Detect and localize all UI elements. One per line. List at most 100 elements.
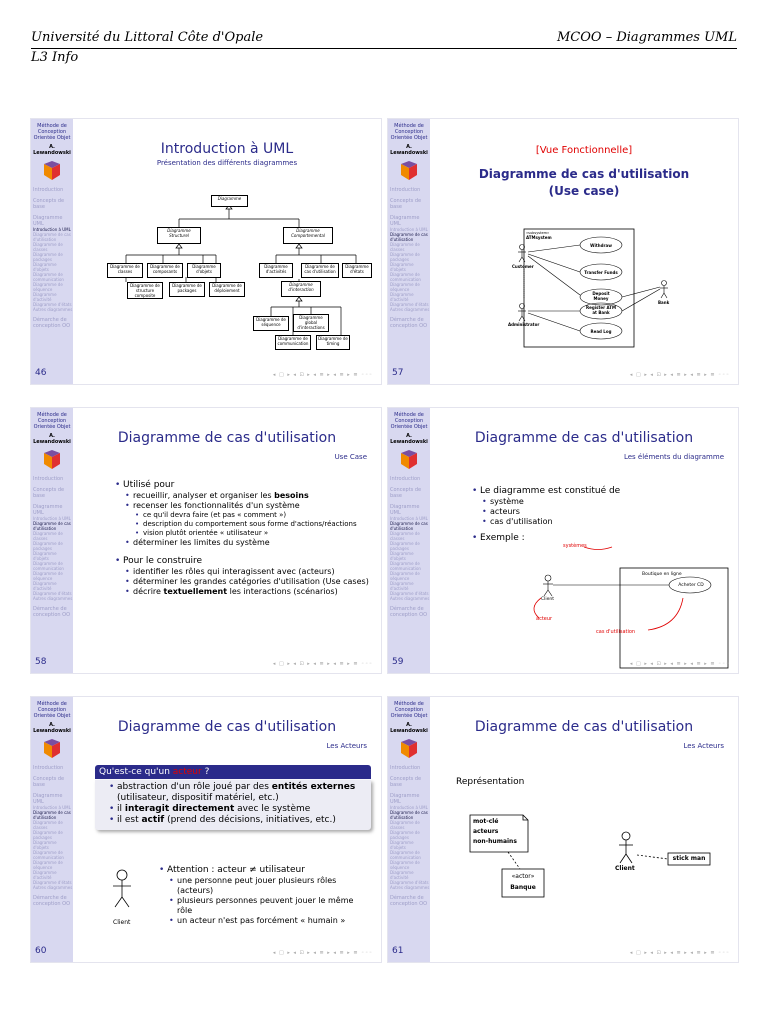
sidebar-sub[interactable]: Diagramme de séquence xyxy=(390,571,420,581)
sidebar-sub[interactable]: Introduction à UML xyxy=(33,516,71,521)
sidebar-sub[interactable]: Diagramme de cas d'utilisation xyxy=(390,232,428,242)
sidebar-section[interactable]: Diagramme UML xyxy=(33,215,63,227)
sidebar-sub[interactable]: Diagramme de cas d'utilisation xyxy=(390,521,428,531)
sidebar-section[interactable]: Introduction xyxy=(390,765,421,771)
sidebar-section[interactable]: Introduction xyxy=(33,476,64,482)
sidebar-section[interactable]: Démarche de conception OO xyxy=(390,606,428,618)
sidebar-sub[interactable]: Introduction à UML xyxy=(390,227,428,232)
sidebar-sub[interactable]: Diagramme de classes xyxy=(33,242,63,252)
sidebar-sub[interactable]: Diagramme de communication xyxy=(33,561,64,571)
sidebar-sub[interactable]: Diagramme d'activité xyxy=(33,581,57,591)
nav-controls[interactable]: ◂ □ ▸ ◂ ⊡ ▸ ◂ ≣ ▸ ◂ ≣ ▸ ≣ ◦◦◦ xyxy=(272,372,373,378)
nav-controls[interactable]: ◂ □ ▸ ◂ ⊡ ▸ ◂ ≣ ▸ ◂ ≣ ▸ ≣ ◦◦◦ xyxy=(272,661,373,667)
sidebar-sub[interactable]: Diagramme de communication xyxy=(390,272,421,282)
sidebar-sub[interactable]: Introduction à UML xyxy=(390,516,428,521)
sidebar-sub[interactable]: Diagramme d'activité xyxy=(390,581,414,591)
sidebar-section[interactable]: Concepts de base xyxy=(390,776,422,788)
sidebar-sub[interactable]: Diagramme de séquence xyxy=(390,282,420,292)
nav-controls[interactable]: ◂ □ ▸ ◂ ⊡ ▸ ◂ ≣ ▸ ◂ ≣ ▸ ≣ ◦◦◦ xyxy=(629,661,730,667)
actor-client: Client xyxy=(541,597,555,602)
sidebar-sub[interactable]: Autres diagrammes xyxy=(390,307,430,312)
bullet-text: abstraction d'un rôle joué par des xyxy=(117,782,272,792)
sidebar-sub[interactable]: Diagramme d'états xyxy=(33,591,72,596)
sidebar-sub[interactable]: Autres diagrammes xyxy=(33,885,73,890)
sidebar-section[interactable]: Diagramme UML xyxy=(33,793,63,805)
sidebar-sub[interactable]: Diagramme de cas d'utilisation xyxy=(33,521,71,531)
sidebar-section[interactable]: Concepts de base xyxy=(33,487,65,499)
box-objets: Diagramme d'objets xyxy=(187,263,221,278)
sidebar-sub[interactable]: Diagramme de packages xyxy=(390,830,420,840)
sidebar-sub[interactable]: Diagramme d'activité xyxy=(390,292,414,302)
sidebar-sub[interactable]: Diagramme d'objets xyxy=(33,840,57,850)
sidebar-sub[interactable]: Diagramme de communication xyxy=(390,561,421,571)
nav-controls[interactable]: ◂ □ ▸ ◂ ⊡ ▸ ◂ ≣ ▸ ◂ ≣ ▸ ≣ ◦◦◦ xyxy=(629,372,730,378)
sidebar-sub[interactable]: Autres diagrammes xyxy=(33,596,73,601)
nav-controls[interactable]: ◂ □ ▸ ◂ ⊡ ▸ ◂ ≣ ▸ ◂ ≣ ▸ ≣ ◦◦◦ xyxy=(272,950,373,956)
sidebar-sub[interactable]: Diagramme de cas d'utilisation xyxy=(390,810,428,820)
sidebar-sub[interactable]: Diagramme de classes xyxy=(33,531,63,541)
sidebar-sub[interactable]: Diagramme de packages xyxy=(33,541,63,551)
sidebar-sub[interactable]: Introduction à UML xyxy=(33,227,71,232)
slide-subtitle: Les Acteurs xyxy=(683,742,724,750)
sidebar-sub[interactable]: Diagramme d'objets xyxy=(390,262,414,272)
sidebar-section[interactable]: Introduction xyxy=(33,765,64,771)
sidebar-sub[interactable]: Diagramme de communication xyxy=(33,850,64,860)
sidebar-sub[interactable]: Diagramme de classes xyxy=(390,820,420,830)
sidebar-section[interactable]: Diagramme UML xyxy=(390,793,420,805)
sidebar-sub[interactable]: Diagramme d'états xyxy=(390,591,429,596)
sidebar-section[interactable]: Démarche de conception OO xyxy=(33,606,71,618)
sidebar-sub[interactable]: Diagramme de packages xyxy=(33,830,63,840)
sidebar-section[interactable]: Démarche de conception OO xyxy=(33,895,71,907)
sidebar-section[interactable]: Démarche de conception OO xyxy=(390,317,428,329)
sidebar-sub[interactable]: Diagramme d'états xyxy=(390,302,429,307)
sidebar-sub[interactable]: Diagramme de classes xyxy=(390,242,420,252)
note-line2: acteurs xyxy=(473,828,499,835)
sidebar-sub[interactable]: Diagramme de packages xyxy=(33,252,63,262)
sidebar-sub[interactable]: Autres diagrammes xyxy=(33,307,73,312)
sidebar-sub[interactable]: Diagramme d'états xyxy=(390,880,429,885)
sidebar: Méthode de Conception Orientée Objet A. … xyxy=(31,697,73,962)
sidebar-section[interactable]: Concepts de base xyxy=(390,487,422,499)
bullet: ce qu'il devra faire (et pas « comment »… xyxy=(135,511,371,520)
sidebar-sub[interactable]: Diagramme de séquence xyxy=(33,282,63,292)
sidebar-sub[interactable]: Diagramme d'objets xyxy=(33,551,57,561)
sidebar-sub[interactable]: Introduction à UML xyxy=(390,805,428,810)
sidebar-sub[interactable]: Diagramme de cas d'utilisation xyxy=(33,810,71,820)
sidebar-sub[interactable]: Diagramme d'objets xyxy=(390,840,414,850)
note-line1: mot-clé xyxy=(473,818,499,825)
nav-controls[interactable]: ◂ □ ▸ ◂ ⊡ ▸ ◂ ≣ ▸ ◂ ≣ ▸ ≣ ◦◦◦ xyxy=(629,950,730,956)
sidebar-sub[interactable]: Diagramme de packages xyxy=(390,541,420,551)
sidebar-section[interactable]: Concepts de base xyxy=(33,198,65,210)
sidebar-sub[interactable]: Diagramme de classes xyxy=(33,820,63,830)
sidebar-section[interactable]: Introduction xyxy=(390,187,421,193)
sidebar-sub[interactable]: Diagramme de séquence xyxy=(390,860,420,870)
sidebar-section[interactable]: Introduction xyxy=(390,476,421,482)
sidebar-sub[interactable]: Diagramme d'états xyxy=(33,302,72,307)
sidebar-sub[interactable]: Diagramme d'objets xyxy=(390,551,414,561)
sidebar-section[interactable]: Introduction xyxy=(33,187,64,193)
sidebar-sub[interactable]: Diagramme de communication xyxy=(33,272,64,282)
sidebar-section[interactable]: Diagramme UML xyxy=(390,504,420,516)
sidebar-sub[interactable]: Diagramme de packages xyxy=(390,252,420,262)
sidebar-sub[interactable]: Diagramme d'états xyxy=(33,880,72,885)
sidebar-sub[interactable]: Diagramme de séquence xyxy=(33,571,63,581)
sidebar-section[interactable]: Démarche de conception OO xyxy=(33,317,71,329)
sidebar-sub[interactable]: Diagramme d'activité xyxy=(33,870,57,880)
sidebar-sub[interactable]: Diagramme d'activité xyxy=(390,870,414,880)
sidebar-sub[interactable]: Diagramme d'activité xyxy=(33,292,57,302)
sidebar-sub[interactable]: Diagramme de séquence xyxy=(33,860,63,870)
sidebar-section[interactable]: Démarche de conception OO xyxy=(390,895,428,907)
sidebar-sub[interactable]: Diagramme de classes xyxy=(390,531,420,541)
sidebar-section[interactable]: Concepts de base xyxy=(390,198,422,210)
sidebar-sub[interactable]: Diagramme d'objets xyxy=(33,262,57,272)
sidebar-sub[interactable]: Autres diagrammes xyxy=(390,885,430,890)
sidebar-sub[interactable]: Diagramme de communication xyxy=(390,850,421,860)
bullet: abstraction d'un rôle joué par des entit… xyxy=(109,782,371,804)
sidebar-section[interactable]: Diagramme UML xyxy=(390,215,420,227)
sidebar-section[interactable]: Diagramme UML xyxy=(33,504,63,516)
sidebar-sub[interactable]: Introduction à UML xyxy=(33,805,71,810)
sidebar-sub[interactable]: Autres diagrammes xyxy=(390,596,430,601)
sidebar-sub[interactable]: Diagramme de cas d'utilisation xyxy=(33,232,71,242)
sidebar-section[interactable]: Concepts de base xyxy=(33,776,65,788)
slide-title: Diagramme de cas d'utilisation xyxy=(117,430,337,446)
